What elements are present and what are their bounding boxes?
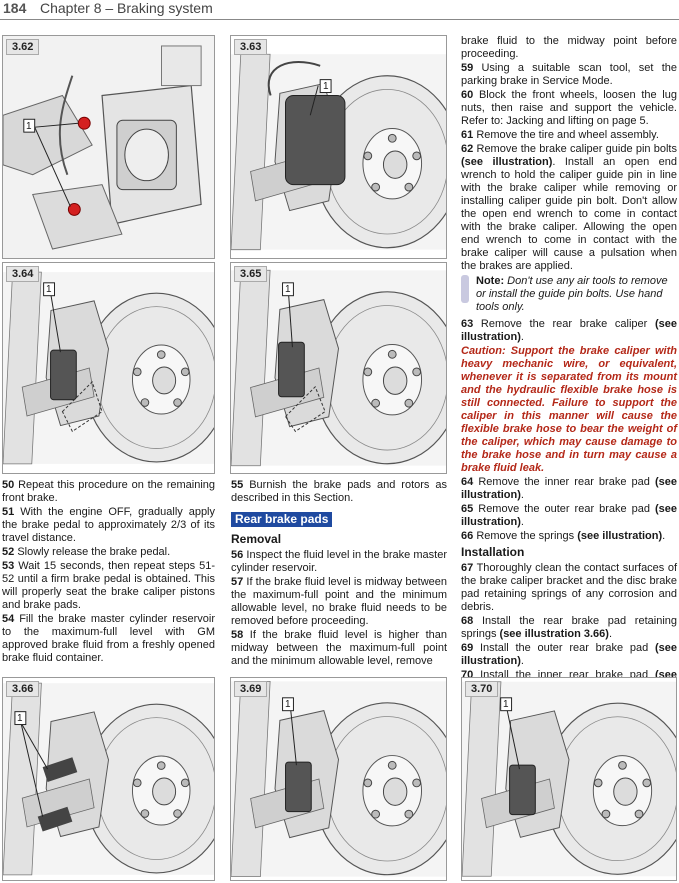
figure-label: 3.65 [234,266,268,282]
step-52: 52 Slowly release the brake pedal. [2,546,171,558]
figure-label: 3.63 [234,39,268,55]
note-text: Don't use any air tools to remove or ins… [476,275,668,313]
step-58-continued: brake fluid to the midway point before p… [461,35,677,60]
section-title: Rear brake pads [231,512,333,527]
springs-illustration [3,682,214,876]
figure-label: 3.70 [465,681,499,697]
step-56: 56 Inspect the fluid level in the brake … [231,549,447,574]
figure-label: 3.66 [6,681,40,697]
figure-label: 3.64 [6,266,40,282]
middle-text-column: 55 Burnish the brake pads and rotors as … [231,479,447,669]
step-57: 57 If the brake fluid level is midway be… [231,576,447,627]
figure-3-70: 3.70 1 [461,677,677,881]
figure-3-69: 3.69 1 [230,677,447,881]
step-68: 68 Install the rear brake pad retaining … [461,615,677,640]
figure-3-62: 3.62 1 [2,35,215,259]
callout-number: 1 [323,81,329,92]
left-text-column: 50 Repeat this procedure on the remainin… [2,479,215,666]
removal-heading: Removal [231,532,282,546]
install-inner-pad-illustration [462,681,676,877]
figure-3-65: 3.65 1 [230,262,447,474]
caliper-rotor-illustration [231,53,446,251]
installation-heading: Installation [461,545,525,559]
step-59: 59 Using a suitable scan tool, set the p… [461,62,677,87]
step-66: 66 Remove the springs (see illustration)… [461,530,666,542]
callout-number: 1 [46,284,52,295]
chapter-title: Chapter 8 – Braking system [40,0,213,16]
outer-pad-illustration [231,269,446,467]
note-bar [461,275,469,303]
install-outer-pad-illustration [231,680,446,878]
step-69: 69 Install the outer rear brake pad (see… [461,642,678,667]
step-53: 53 Wait 15 seconds, then repeat steps 51… [2,560,215,611]
note-label: Note: [476,275,505,287]
step-54: 54 Fill the brake master cylinder reserv… [2,613,215,664]
page-header: 184 Chapter 8 – Braking system [0,0,679,20]
figure-label: 3.69 [234,681,268,697]
callout-number: 1 [503,699,509,710]
step-51: 51 With the engine OFF, gradually apply … [2,506,216,544]
note-box: Note: Don't use any air tools to remove … [461,275,677,314]
step-65: 65 Remove the outer rear brake pad (see … [461,503,677,528]
figure-3-63: 3.63 1 [230,35,447,259]
callout-number: 1 [285,699,291,710]
page-number: 184 [3,0,27,16]
caliper-illustration [3,36,214,258]
inner-pad-illustration [3,271,214,465]
step-67: 67 Thoroughly clean the contact surfaces… [461,562,677,613]
caution-text: Caution: Support the brake caliper with … [461,345,677,474]
callout-number: 1 [17,713,23,724]
right-text-column: brake fluid to the midway point before p… [461,35,677,696]
step-60: 60 Block the front wheels, loosen the lu… [461,89,677,127]
callout-number: 1 [26,121,32,132]
step-58: 58 If the brake fluid level is higher th… [231,629,447,667]
step-64: 64 Remove the inner rear brake pad (see … [461,476,678,501]
step-63: 63 Remove the rear brake caliper (see il… [461,318,677,343]
figure-3-66: 3.66 1 [2,677,215,881]
step-62: 62 Remove the brake caliper guide pin bo… [461,143,677,272]
step-55: 55 Burnish the brake pads and rotors as … [231,479,447,504]
figure-3-64: 3.64 1 [2,262,215,474]
figure-label: 3.62 [6,39,40,55]
header-rule [0,19,679,20]
callout-number: 1 [285,284,291,295]
step-61: 61 Remove the tire and wheel assembly. [461,129,659,141]
step-50: 50 Repeat this procedure on the remainin… [2,479,216,504]
